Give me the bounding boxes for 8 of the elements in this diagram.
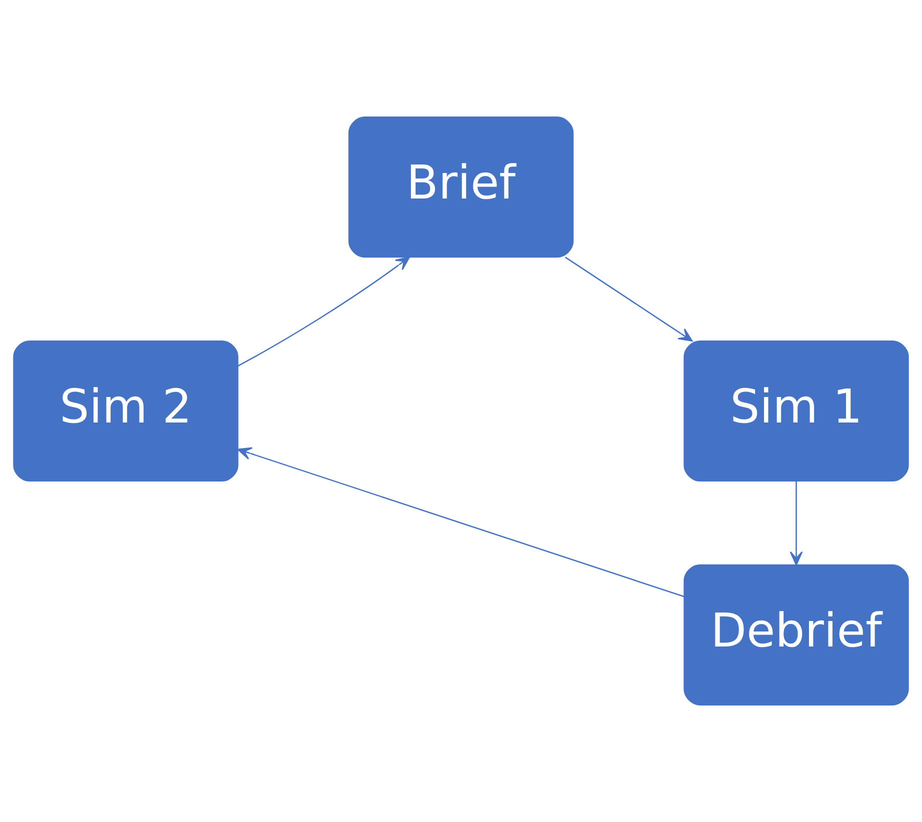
arrow	[790, 481, 803, 566]
node-box: Debrief	[684, 564, 909, 706]
node-box: Sim 2	[13, 340, 238, 482]
node-box: Brief	[348, 116, 574, 258]
arrow	[237, 447, 684, 598]
node-box: Sim 1	[684, 340, 909, 482]
arrow	[238, 256, 410, 367]
arrow	[564, 256, 693, 342]
